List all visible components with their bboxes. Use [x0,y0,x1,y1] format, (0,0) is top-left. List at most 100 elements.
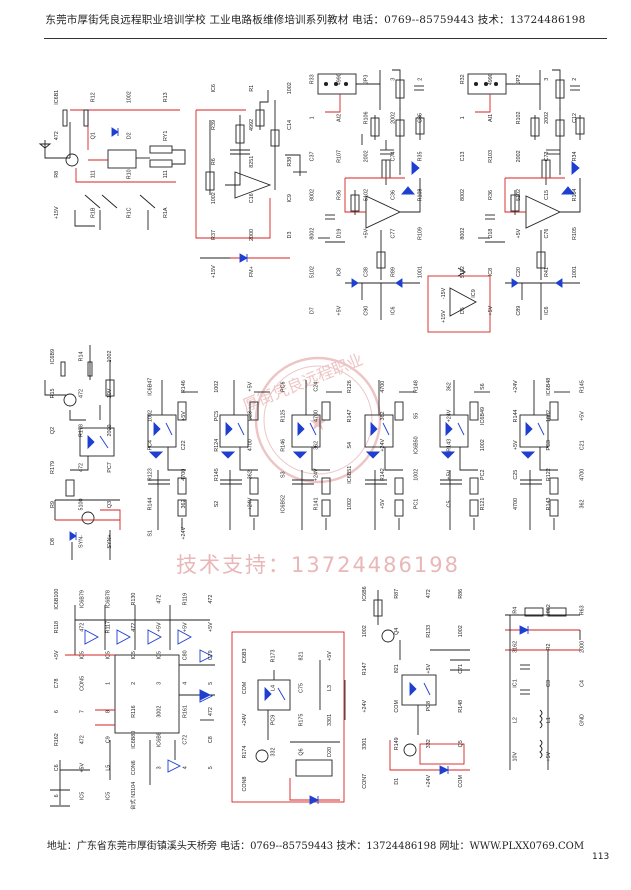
component-label: R36 [337,190,343,200]
component-label: R144 [148,498,154,511]
component-label: 台式 N3104 [129,782,137,810]
component-label: D7 [310,307,316,314]
component-label: 1002 [127,91,133,103]
component-label: R38 [287,157,293,167]
component-label: R173 [270,650,276,663]
component-label: 472 [54,131,60,140]
ic9-power-box [427,267,491,333]
component-label: PC5 [214,411,220,422]
component-label: C36 [391,190,397,200]
component-label: R33 [310,74,316,84]
component-label: +5V [364,228,370,238]
component-label: C15 [544,190,550,200]
component-label: IC5 [80,792,86,800]
component-label: SYN+ [107,534,113,548]
component-label: 3162 [513,641,519,653]
component-label: 8002 [460,228,466,240]
component-label: 3301 [362,738,368,750]
component-label: COM [242,681,248,694]
component-label: 2002 [391,112,397,124]
component-label: 472 [79,389,85,398]
component-label: 1 [310,116,316,119]
component-label: C12 [572,113,578,123]
component-label: R149 [394,737,400,750]
component-label: CON5 [80,676,86,691]
component-label: 1002 [148,410,154,422]
component-label: +24V [247,497,253,510]
component-label: C77 [391,229,397,239]
component-label: D8 [50,538,56,545]
component-label: 5 [208,766,214,769]
component-label: C78 [54,678,60,688]
component-label: R118 [54,621,60,634]
page-number: 113 [592,852,610,862]
component-label: GND [579,714,585,726]
component-label: R124 [214,439,220,452]
component-label: R1 [249,85,255,92]
component-label: AI2 [337,114,343,122]
component-label: R86 [458,589,464,599]
component-label: IC6 [391,307,397,315]
component-label: 1002 [287,82,293,94]
watermark-seal: 厚街凭良远程职业 ★ [240,350,382,484]
component-label: C3 [546,680,552,687]
component-label: R122 [546,468,552,481]
component-label: R146 [181,380,187,393]
component-label: 1001 [572,266,578,278]
component-label: C75 [299,683,305,693]
component-label: C79 [208,650,214,660]
component-label: 3 [391,78,397,81]
component-label: C6 [54,764,60,771]
component-label: R1B [90,207,96,218]
component-label: 1002 [211,192,217,204]
component-label: COM [458,775,464,788]
component-label: 4990 [488,73,494,85]
component-label: CON7 [362,774,368,789]
component-label: 5102 [364,189,370,201]
component-label: C23 [247,411,253,421]
output-buffer-circuit [50,605,215,807]
component-label: IC6B6 [362,586,368,601]
component-label: 472 [208,595,214,604]
component-label: IC8 [337,268,343,276]
component-label: R161 [182,705,188,718]
component-label: IC6B48 [546,378,552,396]
component-label: 472 [79,463,85,472]
component-label: R105 [572,227,578,240]
component-label: PC1 [413,499,419,510]
component-label: PC4 [148,440,154,451]
component-label: 472 [131,623,137,632]
optocoupler-channel [219,380,270,530]
component-label: IC5 [105,651,111,659]
component-label: R108 [418,189,424,202]
component-label: IC6B49 [480,407,486,425]
component-label: PC7 [107,462,113,473]
optocoupler-channel [519,380,570,530]
component-label: 2 [418,78,424,81]
component-label: 1 [105,682,111,685]
component-label: FM+ [249,266,255,277]
component-label: Q2 [50,427,56,434]
optocoupler-channel [147,380,198,530]
component-label: IC6B52 [281,495,287,513]
component-label: 111 [163,170,169,178]
component-label: 2 [572,78,578,81]
component-label: IC6B3 [242,649,248,664]
component-label: 4700 [247,439,253,451]
component-label: 5102 [460,266,466,278]
component-label: R147 [347,410,353,423]
component-label: +5V [54,650,60,660]
component-label: 4700 [181,469,187,481]
component-label: 5102 [310,266,316,278]
component-label: R15 [50,389,56,399]
component-label: D1 [394,778,400,785]
component-label: R147 [362,662,368,675]
component-label: 1002 [546,604,552,616]
component-label: R1A [163,207,169,218]
component-label: 10V [107,388,113,398]
component-label: 4992 [249,119,255,131]
component-label: C16 [249,193,255,203]
comparator-ic9-circuit [195,90,307,263]
component-label: 4 [182,766,188,769]
